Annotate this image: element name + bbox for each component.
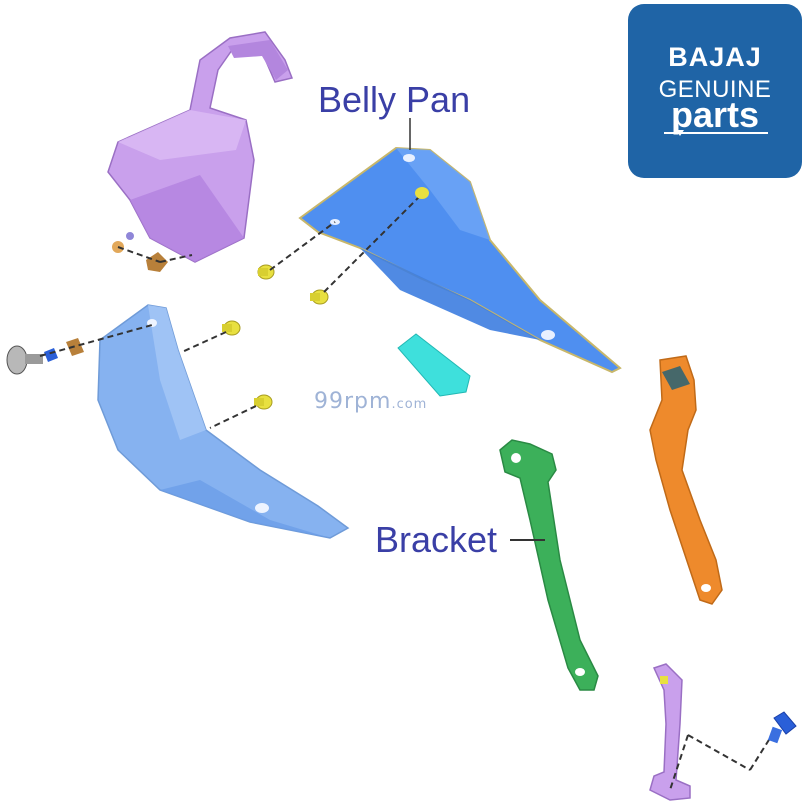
belly-pan-callout: Belly Pan: [318, 79, 471, 120]
blue-bolt: [767, 711, 797, 744]
cowl-fasteners: [112, 232, 193, 272]
logo-brand: BAJAJ: [668, 42, 762, 72]
bracket-callout: Bracket: [375, 519, 498, 560]
green-bracket: [499, 439, 599, 691]
logo-parts: parts: [670, 94, 760, 135]
orange-bracket: [649, 355, 723, 605]
watermark: 99rpm.com: [314, 389, 427, 414]
watermark-main: 99rpm: [314, 389, 392, 414]
small-purple-bracket: [649, 663, 773, 801]
belly-pan-right: [298, 146, 622, 374]
purple-cowl-part: [107, 31, 294, 263]
bolt-3: [181, 320, 241, 353]
left-fastener-chain: [6, 324, 153, 375]
cyan-pad: [397, 333, 471, 397]
bolt-4: [209, 394, 273, 429]
watermark-suffix: .com: [391, 397, 428, 412]
bajaj-genuine-parts-logo: BAJAJ GENUINE parts: [628, 4, 802, 178]
yellow-bolts: [181, 187, 429, 429]
logo-tick: [676, 130, 684, 136]
logo-genuine: GENUINE: [658, 76, 772, 103]
belly-pan-left: [97, 304, 350, 539]
bolt-2: [310, 187, 429, 305]
bolt-1: [257, 221, 336, 280]
logo-underline: [664, 132, 768, 134]
